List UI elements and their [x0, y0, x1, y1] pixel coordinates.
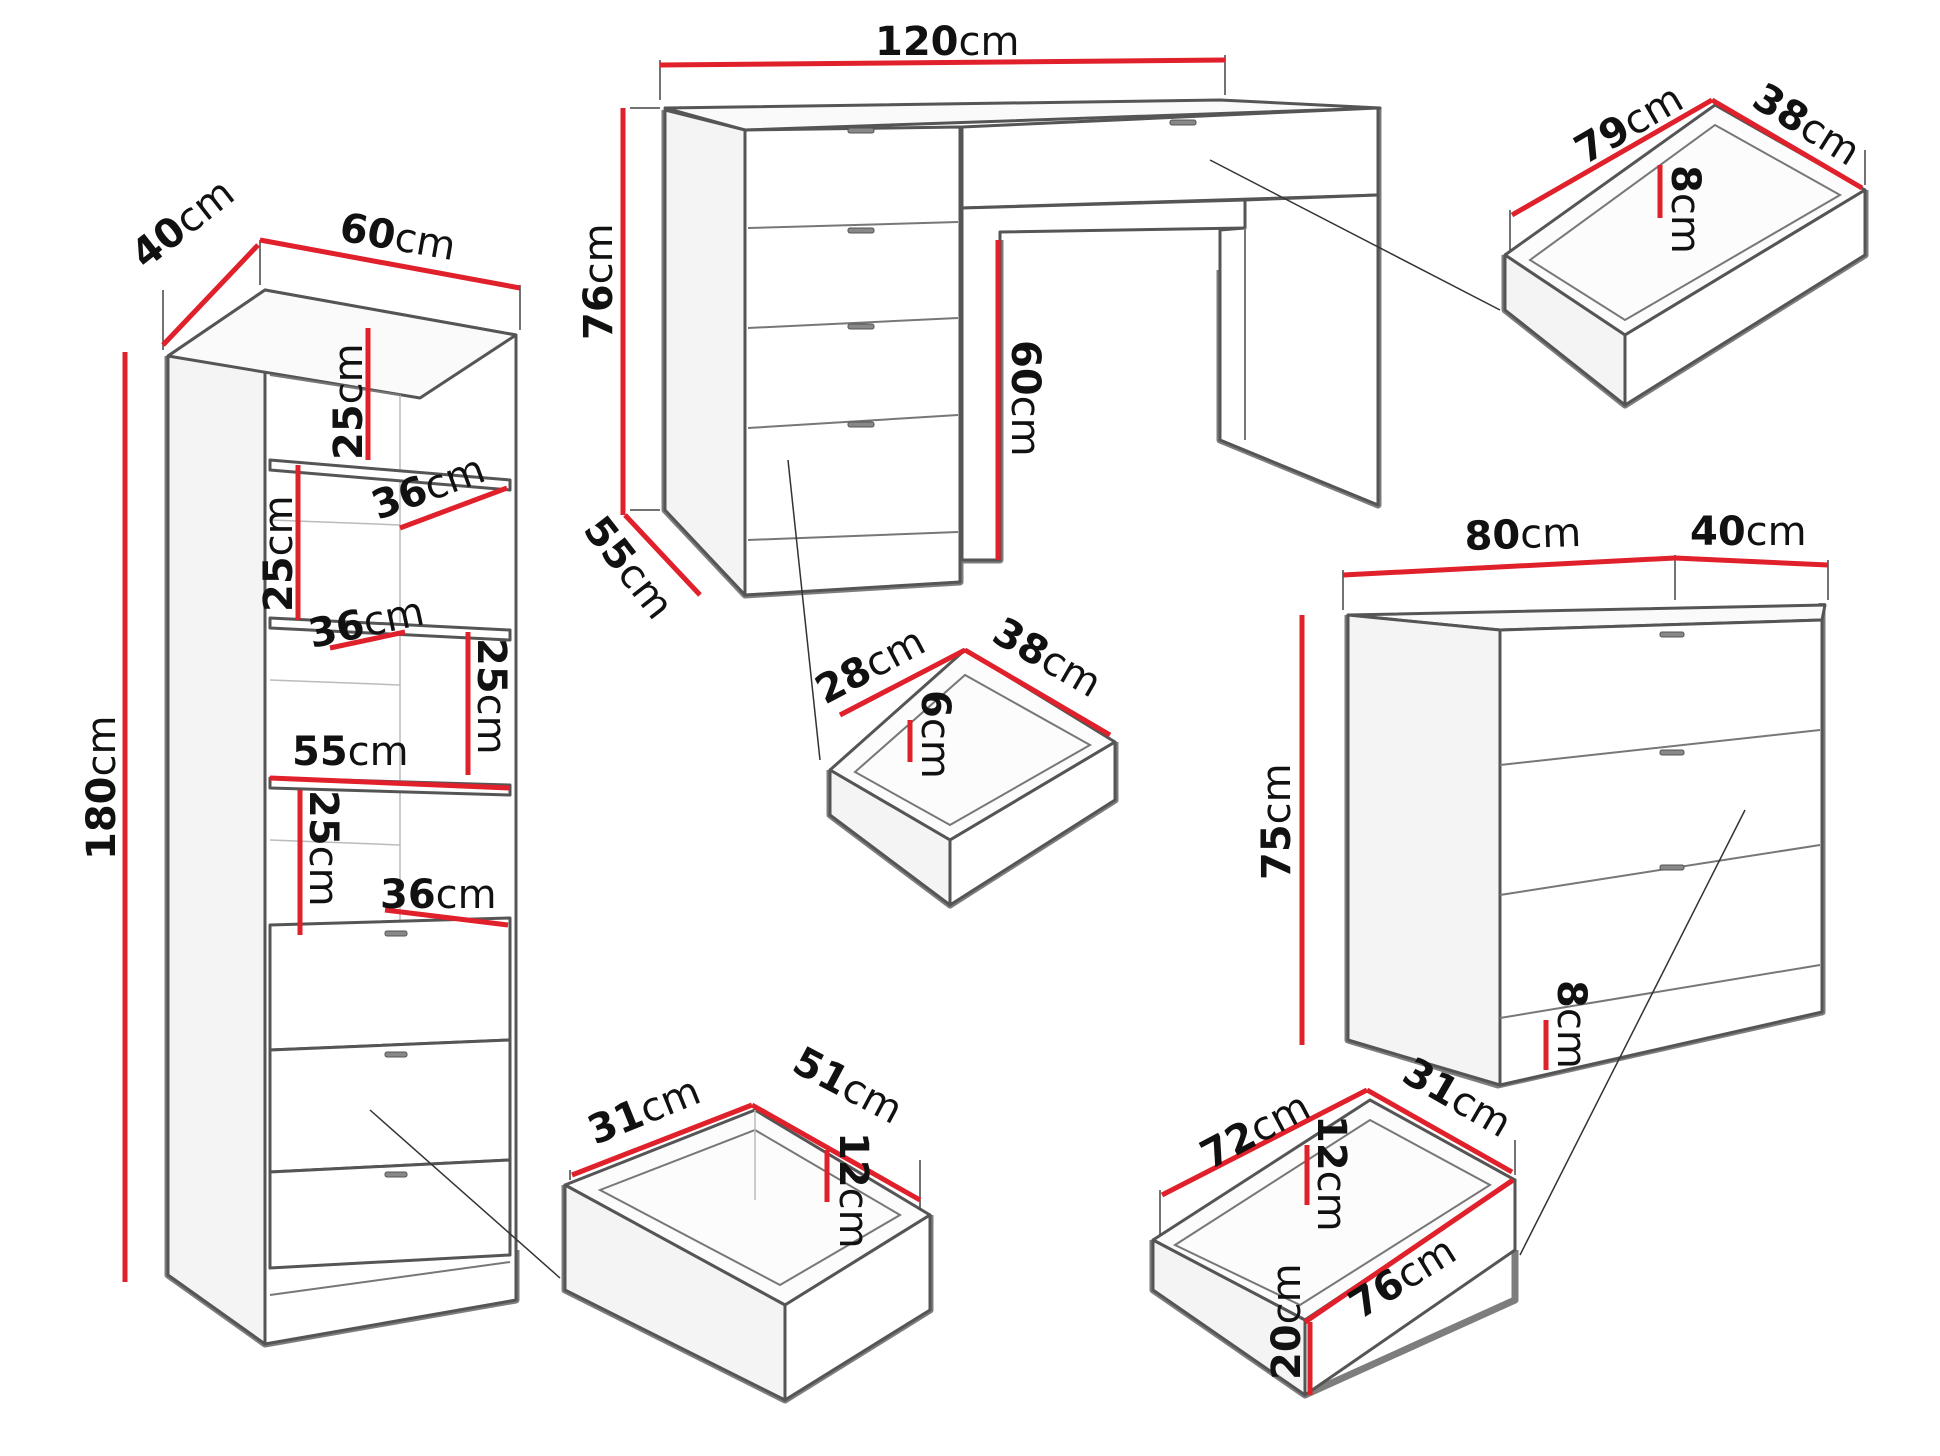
- bookcase-height-label: 180cm: [79, 716, 125, 860]
- shelf-gap-4-label: 25cm: [300, 790, 346, 907]
- dresser-width-line: [1342, 555, 1676, 578]
- desk-top-drawer: 79cm 38cm 8cm: [1501, 74, 1869, 409]
- dresser-depth-label: 40cm: [1690, 509, 1807, 555]
- dresser-plinth-label: 8cm: [1548, 980, 1594, 1069]
- desk-drawer-height-label: 8cm: [1662, 165, 1708, 254]
- desk-depth-label: 55cm: [574, 508, 682, 628]
- dresser-drawer-front-height-label: 20cm: [1264, 1263, 1310, 1380]
- bookcase-drawer: 31cm 51cm 12cm: [561, 1038, 934, 1404]
- shelf-depth-4-label: 36cm: [380, 872, 497, 918]
- small-drawer-height-label: 6cm: [912, 690, 958, 779]
- bookcase-depth-line: [161, 243, 260, 347]
- dresser: 80cm 40cm 75cm 8cm: [1254, 509, 1829, 1256]
- bookcase-drawer-height-label: 12cm: [830, 1132, 876, 1249]
- desk-depth-line: [623, 513, 702, 597]
- bookcase-depth-label: 40cm: [123, 170, 243, 278]
- desk-width-label: 120cm: [875, 19, 1019, 65]
- shelf-depth-2-label: 36cm: [305, 589, 429, 658]
- shelf-gap-1-label: 25cm: [326, 343, 372, 460]
- shelf-gap-2-label: 25cm: [256, 495, 302, 612]
- desk: 120cm 76cm 55cm 60cm: [574, 19, 1501, 761]
- desk-width-line: [659, 57, 1226, 68]
- dresser-width-label: 80cm: [1464, 510, 1582, 560]
- dresser-height-label: 75cm: [1254, 763, 1300, 880]
- desk-small-drawer: 28cm 38cm 6cm: [808, 609, 1119, 909]
- shelf-width-label: 55cm: [292, 729, 409, 775]
- dresser-drawer: 72cm 31cm 12cm 20cm 76cm: [1149, 1049, 1519, 1399]
- bookcase-drawer-depth-label: 51cm: [785, 1038, 910, 1133]
- shelf-gap-3-label: 25cm: [468, 638, 514, 755]
- bookcase: 40cm 60cm 180cm 25cm 36cm 25cm 36cm 25cm…: [79, 170, 561, 1348]
- bookcase-width-line: [259, 237, 521, 291]
- desk-height-label: 76cm: [576, 223, 622, 340]
- dresser-depth-line: [1674, 555, 1829, 568]
- dresser-drawer-inner-height-label: 12cm: [1308, 1115, 1354, 1232]
- desk-knee-height-label: 60cm: [1002, 340, 1048, 457]
- bookcase-width-label: 60cm: [336, 205, 459, 271]
